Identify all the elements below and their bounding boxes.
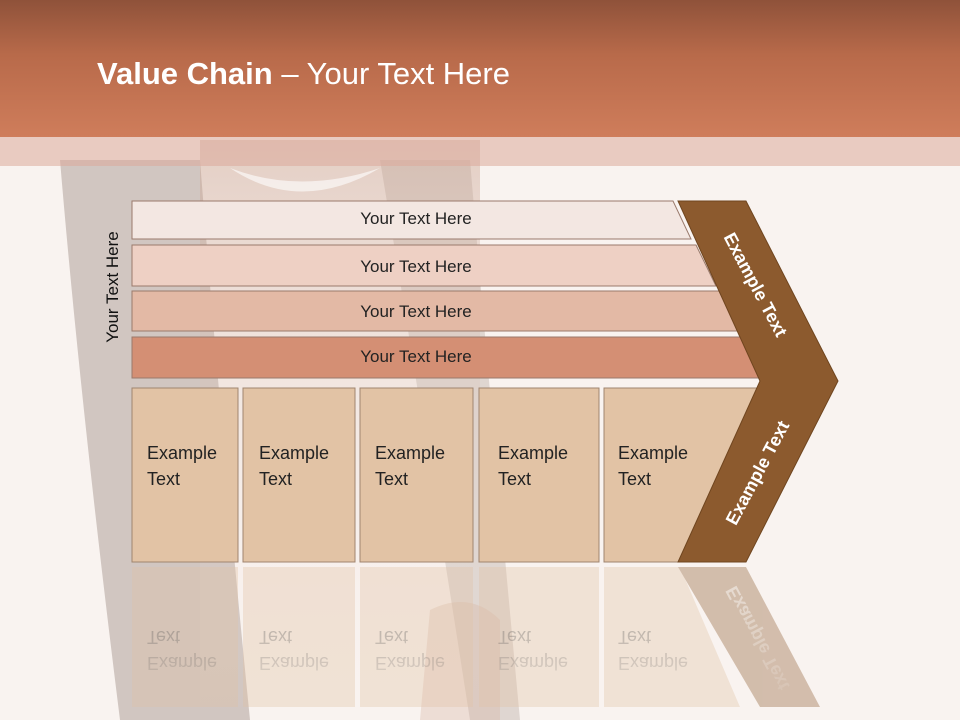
cell-3-line1: Example <box>375 443 446 463</box>
row-1-label: Your Text Here <box>360 209 472 228</box>
header-band <box>0 137 960 166</box>
title-rest: Your Text Here <box>306 56 510 91</box>
cell-3-reflection-line2: Text <box>375 627 409 647</box>
cell-1-line1: Example <box>147 443 218 463</box>
cell-4-reflection-text: Example Text <box>498 624 568 676</box>
cell-1-reflection-line2: Text <box>147 627 181 647</box>
cell-3-line2: Text <box>375 469 409 489</box>
cell-2-reflection-text: Example Text <box>259 624 329 676</box>
cell-3-box <box>359 387 474 563</box>
title-bold: Value Chain <box>97 56 273 91</box>
row-4-label: Your Text Here <box>360 347 472 366</box>
cell-5-line1: Example <box>618 443 689 463</box>
cell-5-reflection-text: Example Text <box>618 624 688 676</box>
cell-5-reflection-line2: Text <box>618 627 652 647</box>
title-separator: – <box>272 56 307 91</box>
cell-4-line2: Text <box>498 469 532 489</box>
cell-4-reflection-line2: Text <box>498 627 532 647</box>
cell-3-reflection-text: Example Text <box>375 624 445 676</box>
row-2-label: Your Text Here <box>360 257 472 276</box>
cell-4-box <box>478 387 600 563</box>
cell-1-reflection-line1: Example <box>147 653 218 673</box>
header-bar <box>0 0 960 137</box>
cell-4-line1: Example <box>498 443 569 463</box>
chevron-arrow <box>677 200 839 563</box>
cell-2-box <box>242 387 356 563</box>
chevron-reflection <box>678 567 820 707</box>
cell-2-reflection <box>243 567 355 707</box>
cell-2-reflection-line1: Example <box>259 653 330 673</box>
cell-4-reflection-line1: Example <box>498 653 569 673</box>
cell-3-reflection-line1: Example <box>375 653 446 673</box>
page-title: Value Chain – Your Text Here <box>97 56 510 92</box>
cell-4-reflection <box>479 567 599 707</box>
cell-2-reflection-line2: Text <box>259 627 293 647</box>
cell-1-reflection-text: Example Text <box>147 624 217 676</box>
cell-1-reflection <box>132 567 238 707</box>
cell-5-line2: Text <box>618 469 652 489</box>
row-3-label: Your Text Here <box>360 302 472 321</box>
reflection-area: Example Text Example Text Example Text Exam… <box>0 560 960 720</box>
row-2-bar <box>131 244 717 287</box>
cell-1-box <box>131 387 239 563</box>
cell-1-line2: Text <box>147 469 181 489</box>
cell-2-line2: Text <box>259 469 293 489</box>
chevron-reflection-label: Example Text <box>721 582 794 694</box>
cell-5-reflection <box>604 567 740 707</box>
cell-3-reflection <box>360 567 473 707</box>
row-1-bar <box>131 200 692 240</box>
cell-2-line1: Example <box>259 443 330 463</box>
cell-5-reflection-line1: Example <box>618 653 689 673</box>
